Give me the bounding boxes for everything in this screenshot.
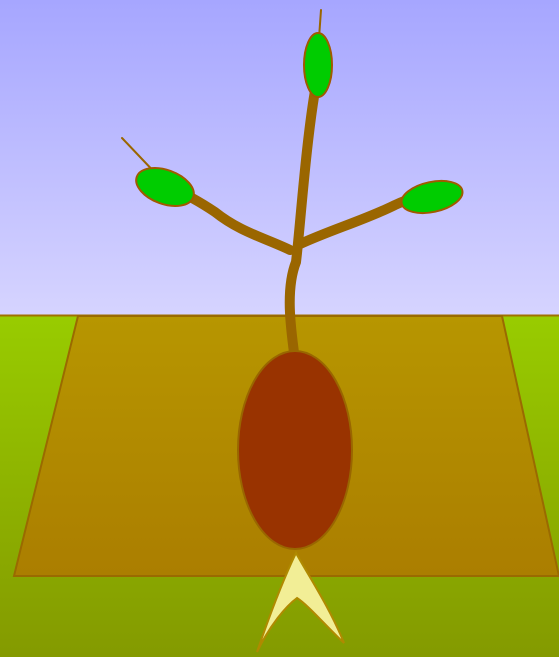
seed [238,351,352,549]
leaf-top [304,33,332,97]
sky [0,0,559,316]
